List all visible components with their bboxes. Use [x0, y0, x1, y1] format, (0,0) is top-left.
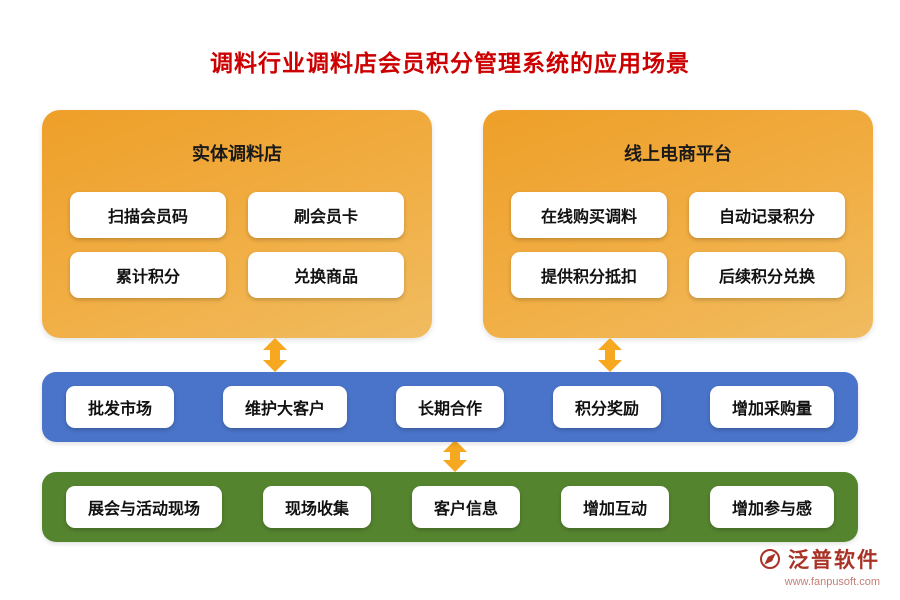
node-onsite-collection: 现场收集 — [262, 486, 371, 528]
node-points-reward: 积分奖励 — [552, 386, 661, 428]
node-swipe-member-card: 刷会员卡 — [248, 192, 404, 238]
panel-physical-store: 实体调料店 扫描会员码 刷会员卡 累计积分 兑换商品 — [42, 110, 432, 338]
up-down-arrow-icon — [263, 338, 287, 372]
up-down-arrow-icon — [598, 338, 622, 372]
node-increase-purchase: 增加采购量 — [709, 386, 834, 428]
panel-online-ecommerce-grid: 在线购买调料 自动记录积分 提供积分抵扣 后续积分兑换 — [511, 192, 845, 298]
up-down-arrow-icon — [443, 440, 467, 472]
node-maintain-key-accounts: 维护大客户 — [222, 386, 347, 428]
footer-brand-block: 泛普软件 www.fanpusoft.com — [758, 544, 880, 588]
bar-events: 展会与活动现场 现场收集 客户信息 增加互动 增加参与感 — [42, 472, 858, 542]
node-exhibition-site: 展会与活动现场 — [66, 486, 223, 528]
bar-wholesale: 批发市场 维护大客户 长期合作 积分奖励 增加采购量 — [42, 372, 858, 442]
node-auto-record-points: 自动记录积分 — [689, 192, 845, 238]
panel-physical-store-title: 实体调料店 — [192, 144, 282, 164]
panel-online-ecommerce-title: 线上电商平台 — [624, 144, 732, 164]
brand-url: www.fanpusoft.com — [784, 576, 880, 588]
node-accumulate-points: 累计积分 — [70, 252, 226, 298]
panel-online-ecommerce: 线上电商平台 在线购买调料 自动记录积分 提供积分抵扣 后续积分兑换 泛普软件 … — [483, 110, 873, 338]
node-increase-participation: 增加参与感 — [709, 486, 834, 528]
node-long-term-cooperation: 长期合作 — [395, 386, 504, 428]
node-points-deduction: 提供积分抵扣 — [511, 252, 667, 298]
node-customer-info: 客户信息 — [411, 486, 520, 528]
brand-name: 泛普软件 — [788, 549, 880, 572]
node-scan-member-code: 扫描会员码 — [70, 192, 226, 238]
page-title: 调料行业调料店会员积分管理系统的应用场景 — [210, 50, 690, 76]
fanpu-logo-icon — [758, 547, 782, 571]
node-redeem-goods: 兑换商品 — [248, 252, 404, 298]
panel-physical-store-grid: 扫描会员码 刷会员卡 累计积分 兑换商品 — [70, 192, 404, 298]
node-wholesale-market: 批发市场 — [66, 386, 175, 428]
node-later-points-redeem: 后续积分兑换 — [689, 252, 845, 298]
node-buy-online: 在线购买调料 — [511, 192, 667, 238]
node-increase-interaction: 增加互动 — [560, 486, 669, 528]
